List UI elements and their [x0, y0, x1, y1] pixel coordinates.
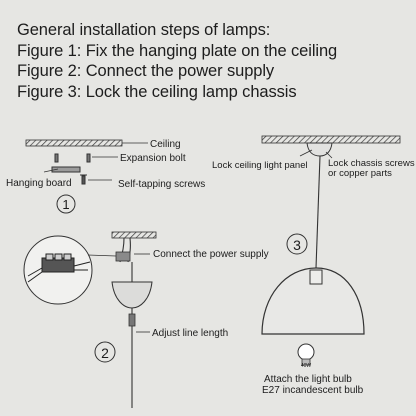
hanging-board-label: Hanging board	[6, 178, 72, 189]
self-tapping-screws	[80, 174, 87, 185]
lamp-socket	[309, 269, 323, 285]
pendant-cable	[315, 155, 321, 269]
heading-title: General installation steps of lamps:	[17, 21, 271, 39]
ceiling-slab-3	[261, 135, 401, 144]
step-1-number: 1	[62, 197, 69, 212]
lock-panel-label: Lock ceiling light panel	[212, 160, 308, 171]
connect-power-label: Connect the power supply	[153, 249, 269, 260]
ceiling-panel-shape	[306, 142, 333, 157]
figure-2: Connect the power supply Adjust line len…	[23, 231, 269, 408]
terminal-block	[27, 253, 91, 283]
lock-screws-label-2: or copper parts	[328, 168, 392, 179]
cable-gripper	[128, 313, 136, 327]
ceiling-slab-2	[111, 231, 157, 239]
wire-connector	[115, 251, 131, 262]
lock-screws-label-1: Lock chassis screws	[328, 158, 415, 169]
instructions-heading: General installation steps of lamps: Fig…	[17, 20, 337, 102]
expansion-bolts	[54, 153, 91, 163]
lamp-shade	[261, 267, 365, 335]
lock-screws-leader	[325, 151, 333, 159]
heading-figure-2: Figure 2: Connect the power supply	[17, 62, 275, 80]
expansion-bolt-label: Expansion bolt	[120, 153, 186, 164]
attach-bulb-label: Attach the light bulb	[264, 374, 352, 385]
figure-1: Ceiling Expansion bolt Hanging board Sel…	[6, 139, 205, 214]
heading-figure-3: Figure 3: Lock the ceiling lamp chassis	[17, 82, 297, 101]
step-3-circle	[286, 233, 308, 255]
ceiling-slab	[25, 139, 123, 147]
canopy-shape	[111, 281, 153, 309]
lock-panel-leader	[299, 149, 313, 157]
ceiling-label: Ceiling	[150, 139, 181, 150]
bulb-type-label: E27 incandescent bulb	[262, 385, 364, 396]
hanging-board-shape	[51, 166, 81, 173]
step-2-number: 2	[101, 345, 109, 361]
self-tapping-label: Self-tapping screws	[118, 179, 205, 190]
step-3-number: 3	[293, 237, 301, 253]
adjust-line-label: Adjust line length	[152, 328, 228, 339]
detail-callout-line	[87, 254, 117, 257]
figure-3: Lock ceiling light panel Lock chassis sc…	[212, 135, 415, 396]
hanging-board-leader	[43, 168, 59, 173]
light-bulb-icon	[297, 343, 315, 366]
bulb-wattage: 40W	[301, 363, 312, 369]
heading-figure-1: Figure 1: Fix the hanging plate on the c…	[17, 41, 338, 60]
step-2-circle	[94, 341, 116, 363]
step-1-circle	[56, 194, 76, 214]
